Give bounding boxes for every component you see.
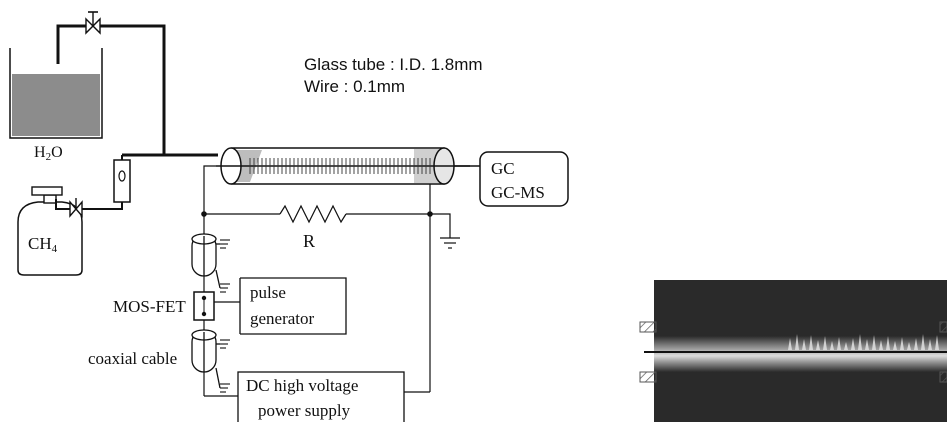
glass-tube-reactor [216,147,470,185]
water-tank [9,48,103,139]
mosfet-switch[interactable] [193,291,215,321]
ground-icon [220,283,230,293]
coaxial-cable-upper [191,233,221,289]
streamer-mark [921,334,925,350]
supply-label-line2: power supply [258,401,351,420]
junction-dot [427,211,433,217]
streamer-mark [851,338,855,350]
streamer-mark [788,338,792,350]
streamer-mark [907,342,911,350]
pulse-label-line1: pulse [250,283,286,302]
streamer-mark [900,337,904,350]
methane-pipe [55,199,70,210]
water-supply-pipe [56,24,166,155]
streamer-mark [893,341,897,350]
water-fill [12,74,100,136]
streamer-mark [879,340,883,350]
streamer-mark [823,336,827,350]
gc-ms-label: GC-MS [491,183,545,202]
gc-label: GC [491,159,515,178]
dc-power-supply-box[interactable] [237,371,405,422]
streamer-mark [914,338,918,350]
methane-cylinder [17,186,83,276]
resistor-label: R [303,231,315,251]
mosfet-label: MOS-FET [113,297,186,316]
streamer-mark [802,339,806,350]
ground-icon [220,383,230,393]
streamer-mark [928,339,932,350]
ground-icon [220,339,230,349]
coaxial-cable-label: coaxial cable [88,349,177,368]
wire-spec-text: Wire : 0.1mm [304,77,405,96]
streamer-mark [872,335,876,350]
tube-spec-text: Glass tube : I.D. 1.8mm [304,55,483,74]
ground-icon [220,239,230,249]
streamer-mark [830,341,834,350]
pulse-label-line2: generator [250,309,315,328]
streamer-mark [837,337,841,350]
streamer-mark [886,336,890,350]
methane-valve-icon[interactable] [69,198,83,218]
streamer-mark [816,340,820,350]
streamer-mark [844,342,848,350]
water-label: H2O [34,144,63,163]
streamer-mark [809,335,813,350]
streamer-mark [865,339,869,350]
water-valve-icon[interactable] [85,11,101,35]
coaxial-cable-lower [191,329,221,389]
flow-meter [113,155,131,203]
junction-dot [201,211,207,217]
circuit-wiring [203,165,451,397]
discharge-photograph [639,280,947,422]
streamer-mark [858,334,862,350]
ground-icon [440,237,460,249]
methane-label: CH4 [28,234,58,255]
streamer-mark [795,334,799,350]
supply-label-line1: DC high voltage [246,376,358,395]
pulse-generator-box[interactable] [239,277,347,335]
gc-analyzer-box[interactable] [479,151,569,207]
streamer-mark [935,335,939,350]
